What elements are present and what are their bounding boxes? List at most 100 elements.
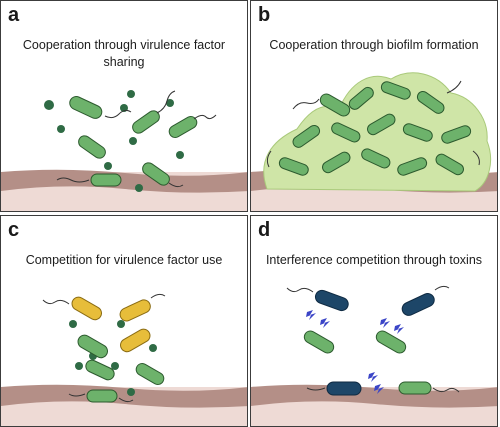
bacterium xyxy=(416,90,445,114)
bacterium xyxy=(326,381,362,396)
cheater-bacteria xyxy=(71,296,151,353)
panel-letter: d xyxy=(258,219,271,241)
flagellum xyxy=(118,397,134,403)
bacterium xyxy=(78,135,106,159)
bacterium xyxy=(319,93,351,117)
bacterium xyxy=(367,113,396,136)
bacterium xyxy=(441,125,472,144)
virulence-factor-hex xyxy=(111,362,119,370)
flagellum xyxy=(42,299,70,305)
bacterium xyxy=(77,334,108,359)
flagella xyxy=(266,80,480,168)
bacterium xyxy=(402,123,433,142)
virulence-factor-hex xyxy=(117,320,125,328)
virulence-factor-hex xyxy=(166,99,174,107)
toxin-bolt-icon xyxy=(320,318,330,328)
cooperator-bacteria xyxy=(77,334,165,403)
bacterium xyxy=(331,122,361,143)
panel-letter: b xyxy=(258,4,271,26)
flagellum xyxy=(156,90,176,114)
toxin-producer-bacteria xyxy=(314,289,435,396)
bacterium xyxy=(398,381,432,395)
bacterium xyxy=(435,153,464,176)
bacterium xyxy=(120,328,151,353)
virulence-factor-hex xyxy=(127,388,135,396)
bacterium xyxy=(380,81,411,100)
bacterium xyxy=(322,151,351,174)
bacterium xyxy=(314,289,349,312)
flagellum xyxy=(104,109,132,119)
virulence-factor-hex xyxy=(129,137,137,145)
virulence-factor-hex xyxy=(104,162,112,170)
flagellum xyxy=(68,393,86,397)
toxin-bolt-icon xyxy=(306,310,316,320)
flagellum xyxy=(193,114,217,120)
flagellum xyxy=(56,177,90,183)
bacterium xyxy=(86,389,118,403)
bacterium xyxy=(119,299,151,322)
panel-a: a Cooperation through virulence factor s… xyxy=(0,0,248,212)
virulence-factor-hex xyxy=(57,125,65,133)
virulence-factor-hex xyxy=(44,100,54,110)
cooperator-bacteria xyxy=(69,96,198,187)
panel-c-illustration xyxy=(1,293,247,426)
panel-caption: Interference competition through toxins xyxy=(265,253,483,267)
tissue-surface xyxy=(1,169,247,193)
panel-letter: c xyxy=(8,219,20,241)
panel-d-illustration xyxy=(251,285,497,426)
panel-caption: Cooperation through biofilm formation xyxy=(269,38,479,52)
flagellum xyxy=(168,182,184,188)
toxin-bolt-icon xyxy=(374,384,384,394)
virulence-factor-hex xyxy=(127,90,135,98)
flagellum xyxy=(446,80,462,94)
toxin-bolt-icon xyxy=(394,324,404,334)
cooperator-bacteria xyxy=(303,330,432,395)
bacterium xyxy=(132,110,160,134)
virulence-factor-hex xyxy=(69,320,77,328)
panel-b: b Cooperation through biofilm formation xyxy=(250,0,498,212)
flagellum xyxy=(472,150,480,166)
flagellum xyxy=(434,285,450,291)
bacterium xyxy=(135,363,165,385)
bacterium xyxy=(292,124,321,148)
virulence-factors xyxy=(69,320,157,396)
bacterium xyxy=(71,296,102,321)
bacterium xyxy=(90,173,122,187)
tissue-surface xyxy=(251,384,497,408)
toxins xyxy=(306,310,404,394)
panel-d: d Interference competition through toxin… xyxy=(250,215,498,427)
virulence-factors xyxy=(44,90,184,192)
panel-letter: a xyxy=(8,4,20,26)
bacterium xyxy=(361,148,391,169)
biofilm-bacteria xyxy=(278,81,472,176)
panel-b-illustration xyxy=(251,72,497,211)
panel-caption: Cooperation through virulence factor sha… xyxy=(22,38,226,69)
bacterium xyxy=(397,157,428,176)
bacterium xyxy=(375,330,407,354)
bacterium xyxy=(142,162,170,186)
flagellum xyxy=(150,293,166,299)
flagella xyxy=(286,285,460,393)
bacterium xyxy=(303,330,335,354)
virulence-factor-hex xyxy=(176,151,184,159)
panel-caption: Competition for virulence factor use xyxy=(25,253,223,267)
flagellum xyxy=(286,287,314,293)
flagellum xyxy=(292,98,320,110)
bacterium xyxy=(278,157,309,176)
toxin-bolt-icon xyxy=(368,372,378,382)
toxin-bolt-icon xyxy=(380,318,390,328)
virulence-factor-hex xyxy=(75,362,83,370)
flagella xyxy=(42,293,166,403)
virulence-factor-hex xyxy=(135,184,143,192)
flagella xyxy=(56,90,217,188)
bacterium xyxy=(85,359,115,381)
bacterium xyxy=(69,96,103,119)
bacterium xyxy=(348,86,374,110)
panel-c: c Competition for virulence factor use xyxy=(0,215,248,427)
bacterium xyxy=(401,293,435,316)
flagellum xyxy=(266,150,272,168)
virulence-factor-hex xyxy=(149,344,157,352)
tissue-surface xyxy=(1,384,247,408)
flagellum xyxy=(432,387,460,393)
bacterium xyxy=(168,116,198,138)
